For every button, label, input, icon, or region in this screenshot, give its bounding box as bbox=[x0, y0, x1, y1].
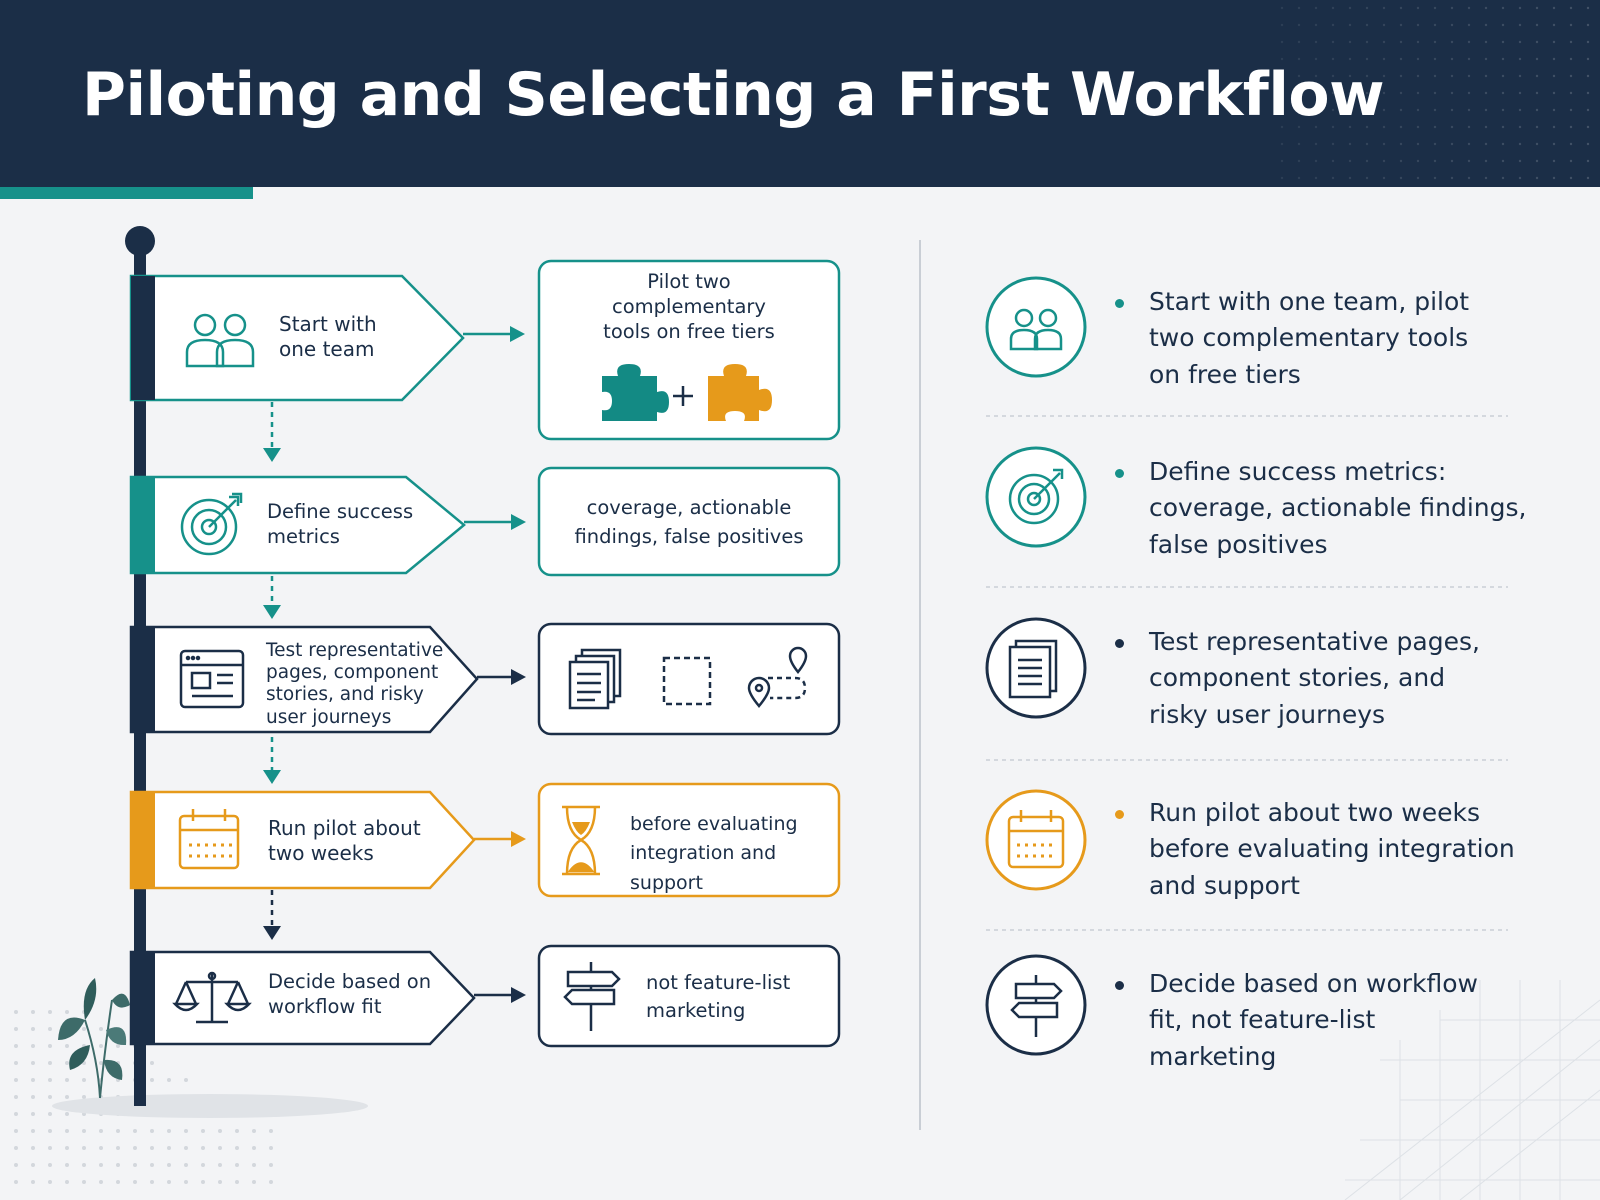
signpost-icon bbox=[563, 962, 621, 1031]
step-2-detail-text: coverage, actionable findings, false pos… bbox=[574, 496, 804, 549]
step-connector bbox=[263, 890, 281, 940]
puzzle-piece-icon bbox=[708, 364, 772, 421]
users-icon bbox=[185, 313, 255, 368]
step-4-detail-text: before evaluating integration and suppor… bbox=[630, 813, 798, 894]
map-route-icon bbox=[747, 646, 808, 708]
bullet-dot bbox=[1115, 299, 1124, 308]
summary-4-text: Run pilot about two weeks before evaluat… bbox=[1149, 798, 1515, 900]
summary-1-text: Start with one team, pilot two complemen… bbox=[1149, 287, 1470, 389]
step-5-detail-box bbox=[537, 944, 841, 1048]
summary-icon-3 bbox=[985, 617, 1087, 719]
step-3-sign bbox=[129, 625, 479, 734]
step-5-label: Decide based on workflow fit bbox=[268, 970, 432, 1018]
summary-icon-1 bbox=[985, 276, 1087, 378]
signpost-icon bbox=[1010, 975, 1063, 1037]
dashed-frame-icon bbox=[662, 656, 712, 706]
users-icon bbox=[1009, 308, 1063, 351]
summary-icon-2 bbox=[985, 446, 1087, 548]
bullet-dot bbox=[1115, 469, 1124, 478]
step-5-detail-text: not feature-list marketing bbox=[646, 971, 791, 1023]
step-3-label: Test representative pages, component sto… bbox=[266, 640, 444, 728]
step-1-detail-box bbox=[537, 259, 841, 441]
step-2-sign bbox=[129, 475, 466, 575]
summary-2-text: Define success metrics: coverage, action… bbox=[1149, 457, 1527, 559]
header-accent-bar bbox=[0, 187, 253, 199]
summary-5-text: Decide based on workflow fit, not featur… bbox=[1149, 969, 1479, 1071]
puzzle-piece-icon bbox=[602, 364, 669, 421]
scales-icon bbox=[172, 971, 252, 1024]
step-5-arrow bbox=[474, 987, 526, 1003]
step-2-label: Define success metrics bbox=[267, 500, 414, 548]
step-3-detail-box bbox=[537, 622, 841, 736]
step-4-sign bbox=[129, 790, 476, 890]
step-3-arrow bbox=[477, 669, 526, 685]
step-4-detail-box bbox=[537, 782, 841, 898]
browser-window-icon bbox=[179, 649, 245, 709]
page-title: Piloting and Selecting a First Workflow bbox=[82, 60, 1385, 130]
bullet-dot bbox=[1115, 981, 1124, 990]
step-4-label: Run pilot about two weeks bbox=[268, 816, 421, 866]
step-2-detail-box bbox=[537, 466, 841, 577]
step-connector bbox=[263, 737, 281, 784]
step-1-arrow bbox=[463, 326, 525, 342]
hourglass-icon bbox=[562, 805, 600, 876]
target-icon bbox=[180, 492, 243, 556]
step-1-label: Start with one team bbox=[279, 312, 377, 362]
step-connector bbox=[263, 576, 281, 619]
summary-icon-4 bbox=[985, 789, 1087, 891]
decorative-grid bbox=[1344, 980, 1600, 1200]
document-list-icon bbox=[1008, 639, 1058, 699]
step-2-arrow bbox=[464, 514, 526, 530]
plant-decoration bbox=[58, 978, 130, 1099]
step-connector bbox=[263, 402, 281, 462]
ground-shadow bbox=[52, 1094, 368, 1118]
step-5-sign bbox=[129, 950, 476, 1046]
document-stack-icon bbox=[568, 648, 622, 710]
summary-3-text: Test representative pages, component sto… bbox=[1149, 627, 1480, 729]
bullet-dot bbox=[1115, 810, 1124, 819]
summary-icon-5 bbox=[985, 954, 1087, 1056]
calendar-icon bbox=[1007, 810, 1065, 869]
plus-icon bbox=[673, 386, 693, 406]
step-1-detail-text: Pilot two complementary tools on free ti… bbox=[603, 270, 775, 343]
pole-cap bbox=[125, 226, 155, 256]
calendar-icon bbox=[178, 809, 240, 870]
step-4-arrow bbox=[474, 831, 526, 847]
step-1-sign bbox=[129, 274, 465, 402]
header-banner: Piloting and Selecting a First Workflow bbox=[0, 0, 1600, 187]
header-dot-pattern bbox=[1280, 6, 1590, 180]
bullet-dot bbox=[1115, 639, 1124, 648]
target-icon bbox=[1008, 468, 1064, 525]
